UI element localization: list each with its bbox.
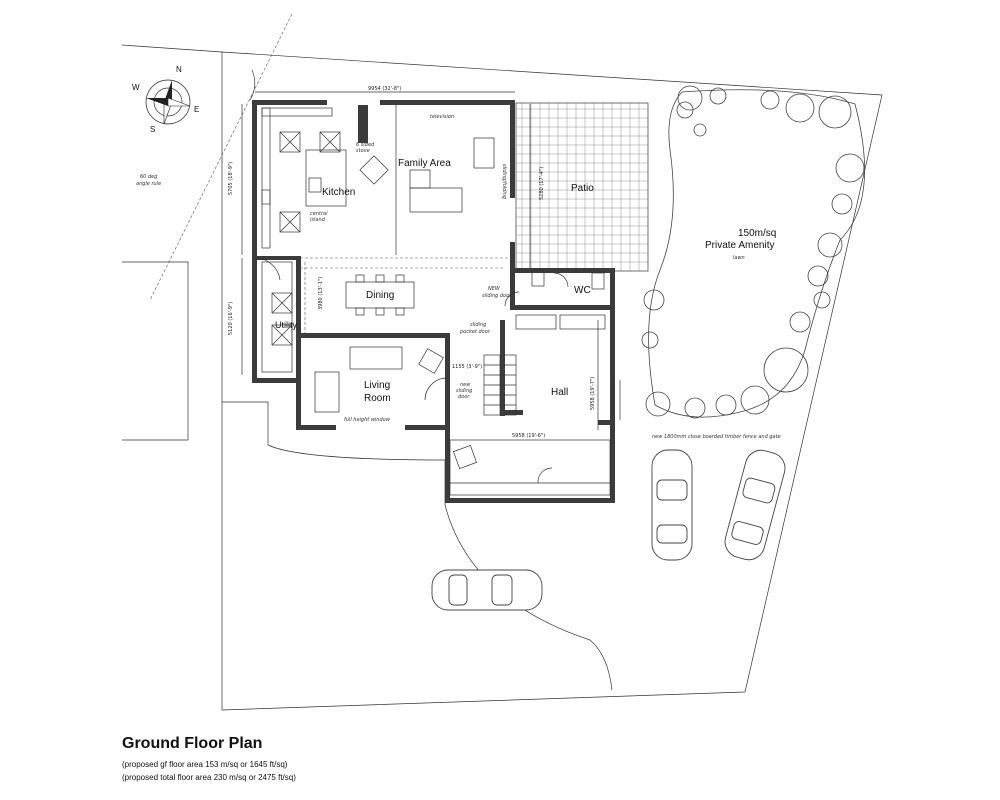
room-label-hall: Hall bbox=[551, 387, 568, 398]
room-label-living: Living bbox=[364, 380, 390, 391]
dim-hall-width: 5958 (19'-6") bbox=[512, 433, 545, 439]
note-television: television bbox=[430, 114, 454, 120]
room-label-utility: Utility bbox=[275, 320, 297, 330]
note-sliding-door-2: sliding door bbox=[482, 293, 512, 299]
note-stove-1: 6 sided bbox=[356, 142, 375, 148]
furniture bbox=[261, 105, 495, 469]
tree-canopy bbox=[715, 394, 737, 416]
driveway-outline bbox=[222, 401, 613, 691]
compass-w: W bbox=[132, 83, 140, 92]
room-label-patio: Patio bbox=[571, 183, 594, 194]
tree-canopy bbox=[760, 90, 780, 110]
room-label-wc: WC bbox=[574, 285, 591, 296]
compass-rose: N E S W bbox=[132, 65, 199, 134]
note-stove-2: stove bbox=[356, 148, 370, 154]
room-label-dining: Dining bbox=[366, 290, 394, 301]
gf-floor-area: (proposed gf floor area 153 m/sq or 1645… bbox=[122, 760, 288, 769]
tree-canopy bbox=[813, 291, 831, 309]
dimension-lines bbox=[241, 91, 599, 430]
tree-canopy bbox=[789, 311, 811, 333]
note-island-2: island bbox=[310, 217, 326, 223]
parked-cars bbox=[431, 449, 786, 611]
note-sliding-folding: sliding/folding bbox=[501, 164, 507, 199]
note-sliding-door-1: NEW bbox=[488, 286, 501, 292]
tree-canopy bbox=[645, 391, 671, 417]
dim-dining-height: 3980 (13'-1") bbox=[318, 277, 324, 310]
total-floor-area: (proposed total floor area 230 m/sq or 2… bbox=[122, 773, 296, 782]
note-new-sliding-3: door bbox=[458, 394, 470, 400]
dim-patio-height: 5280 (17'-4") bbox=[539, 167, 545, 200]
garden-trees bbox=[641, 85, 866, 419]
door-swings bbox=[249, 69, 569, 484]
house-walls bbox=[252, 100, 615, 503]
dim-utility-height: 5120 (16'-9") bbox=[228, 302, 234, 335]
dim-hall-height: 5958 (19'-7") bbox=[590, 377, 596, 410]
site-boundary bbox=[121, 44, 883, 711]
note-new-sliding-1: new bbox=[460, 382, 471, 388]
tree-canopy bbox=[740, 385, 770, 415]
note-pocket-door-2: pocket door bbox=[459, 329, 491, 335]
dim-kitchen-height: 5705 (18'-9") bbox=[228, 162, 234, 195]
tree-canopy bbox=[818, 95, 852, 129]
angle-rule-line bbox=[149, 13, 293, 301]
tree-canopy bbox=[831, 193, 853, 215]
tree-canopy bbox=[817, 232, 843, 258]
tree-canopy bbox=[693, 123, 707, 137]
room-label-private-amenity: Private Amenity bbox=[705, 240, 774, 251]
tree-canopy bbox=[684, 397, 706, 419]
angle-note-1: 60 deg bbox=[140, 174, 157, 180]
patio-tiles bbox=[515, 102, 649, 272]
note-window: full height window bbox=[344, 417, 391, 423]
dim-living-width: 1155 (3'-9") bbox=[452, 364, 482, 370]
tree-canopy bbox=[709, 87, 727, 105]
tree-canopy bbox=[785, 93, 815, 123]
tree-canopy bbox=[763, 347, 809, 393]
room-label-lawn: lawn bbox=[733, 255, 745, 261]
note-island-1: central bbox=[310, 211, 328, 217]
tree-canopy bbox=[835, 153, 865, 183]
note-fence: new 1800mm close boarded timber fence an… bbox=[652, 434, 781, 440]
tree-canopy bbox=[643, 289, 665, 311]
tree-canopy bbox=[676, 101, 694, 119]
room-label-amenity-area: 150m/sq bbox=[738, 228, 776, 239]
tree-canopy bbox=[677, 85, 703, 111]
compass-n: N bbox=[176, 65, 182, 74]
room-label-kitchen: Kitchen bbox=[322, 187, 355, 198]
note-pocket-door-1: sliding bbox=[470, 322, 486, 328]
angle-note-2: angle rule bbox=[136, 181, 161, 187]
room-label-family-area: Family Area bbox=[398, 158, 451, 169]
tree-canopy bbox=[641, 331, 659, 349]
plan-title: Ground Floor Plan bbox=[122, 735, 263, 752]
tree-canopy bbox=[807, 265, 829, 287]
note-new-sliding-2: sliding bbox=[456, 388, 472, 394]
dim-top: 9954 (32'-8") bbox=[368, 86, 401, 92]
room-label-room: Room bbox=[364, 393, 391, 404]
compass-s: S bbox=[150, 125, 155, 134]
interior-lines bbox=[261, 105, 621, 496]
compass-e: E bbox=[194, 105, 199, 114]
